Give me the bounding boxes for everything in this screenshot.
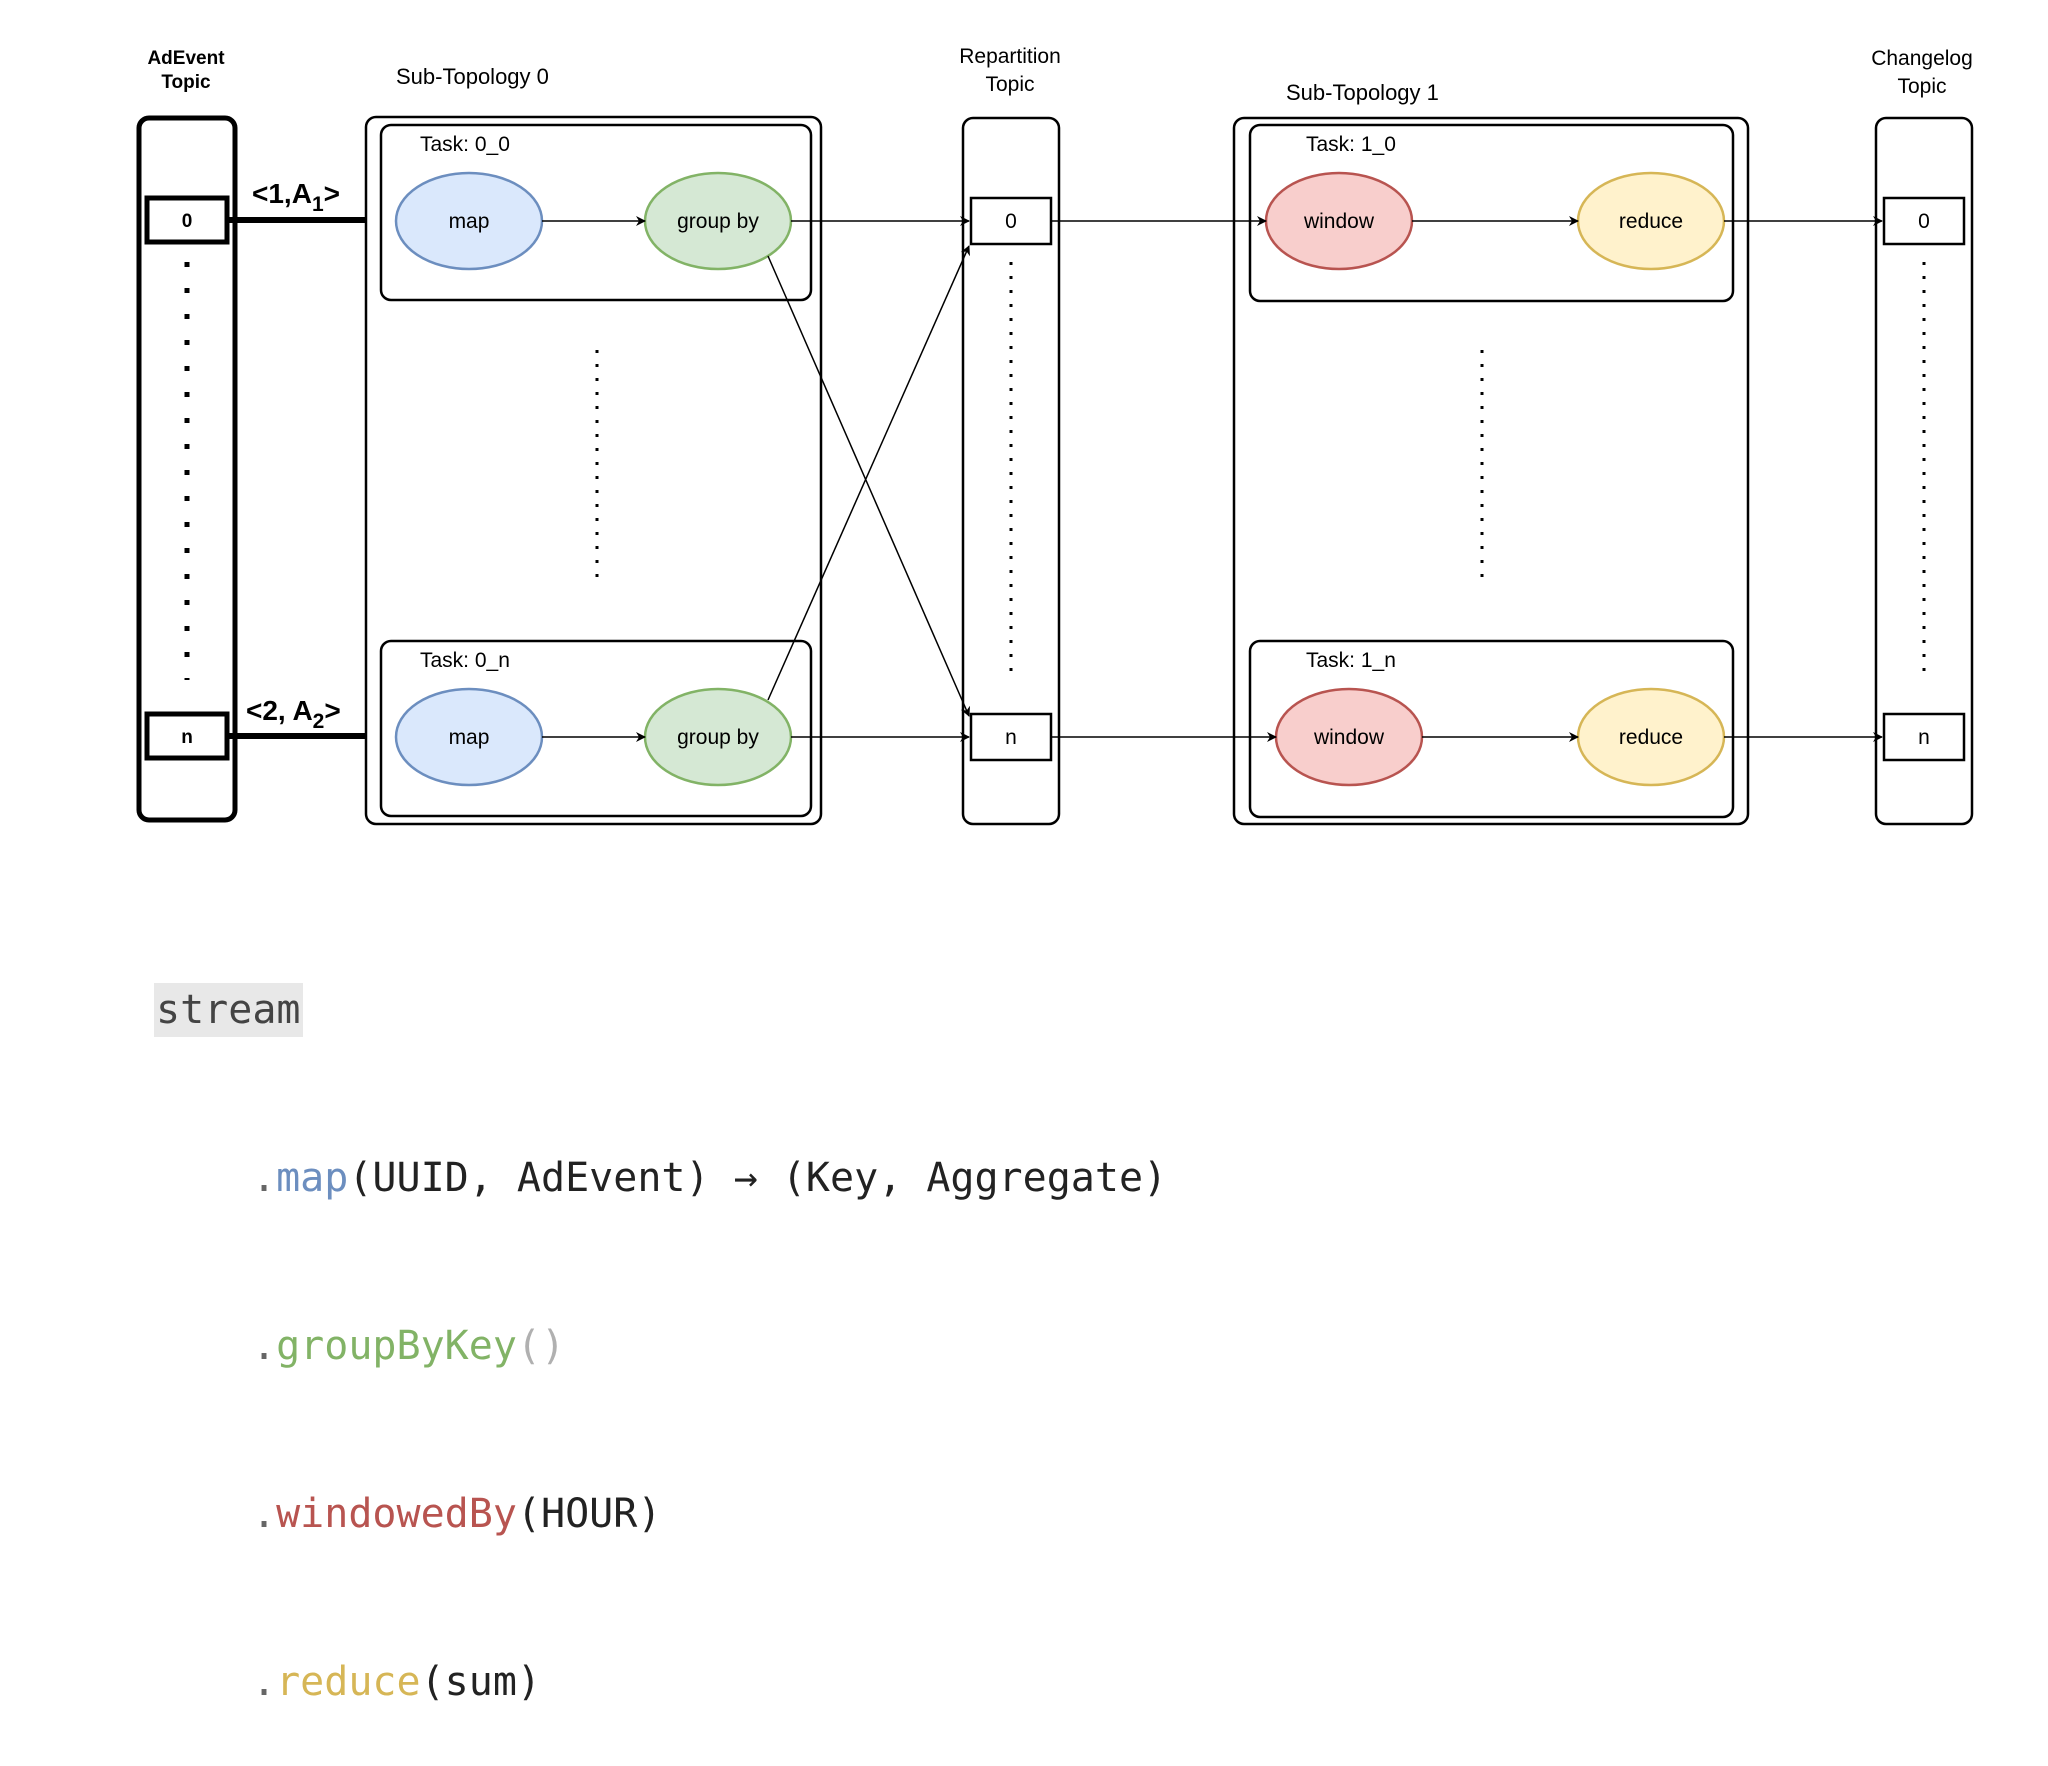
- repartition-partition-n: [969, 712, 1053, 762]
- groupbyn-to-repart0-arrow: [767, 245, 970, 701]
- adevent-topic-container: [136, 115, 238, 823]
- code-snippet: stream .map(UUID, AdEvent) → (Key, Aggre…: [154, 870, 1167, 1766]
- code-groupby-method: groupByKey: [276, 1323, 517, 1369]
- groupby-node-0-label: group by: [677, 210, 759, 233]
- code-line-map: .map(UUID, AdEvent) → (Key, Aggregate): [252, 1155, 1168, 1201]
- sub-topology-1: Sub-Topology 1 Task: 1_0 window reduce T…: [1232, 80, 1750, 826]
- task-1-0-label: Task: 1_0: [1306, 133, 1396, 156]
- repartition-partition-0-label: 0: [1005, 210, 1017, 233]
- changelog-topic-container: [1874, 116, 1974, 826]
- code-line-groupby: .groupByKey(): [252, 1323, 566, 1369]
- changelog-topic-title-line2: Topic: [1897, 75, 1946, 98]
- changelog-partition-0-label: 0: [1918, 210, 1930, 233]
- repartition-partition-n-label: n: [1005, 726, 1017, 749]
- input-record-0: <1,A1>: [252, 178, 340, 216]
- task-0-0-label: Task: 0_0: [420, 133, 510, 156]
- adevent-partition-n: [144, 711, 230, 761]
- changelog-partition-0: [1882, 196, 1966, 246]
- repartition-topic-title-line1: Repartition: [959, 45, 1061, 68]
- adevent-partition-n-label: n: [181, 727, 193, 748]
- adevent-partition-0: [144, 195, 230, 245]
- map-node-n-label: map: [449, 726, 490, 749]
- task-1-n-label: Task: 1_n: [1306, 649, 1396, 672]
- repartition-topic: Repartition Topic 0 n: [959, 45, 1061, 826]
- input-record-n: <2, A2>: [246, 695, 341, 733]
- repartition-partition-0: [969, 196, 1053, 246]
- adevent-topic: AdEvent Topic 0 n: [136, 48, 238, 823]
- code-window-args: (HOUR): [516, 1491, 662, 1537]
- map-node-0-label: map: [449, 210, 490, 233]
- changelog-partition-n: [1882, 712, 1966, 762]
- code-window-method: windowedBy: [276, 1491, 517, 1537]
- changelog-topic: Changelog Topic 0 n: [1871, 47, 1974, 826]
- adevent-partition-0-label: 0: [182, 211, 193, 232]
- code-map-args: (UUID, AdEvent) → (Key, Aggregate): [348, 1155, 1168, 1201]
- sub-topology-0-title: Sub-Topology 0: [396, 64, 549, 89]
- groupby0-to-repartn-arrow: [767, 255, 970, 717]
- adevent-topic-title-line1: AdEvent: [147, 48, 225, 69]
- code-line-reduce: .reduce(sum): [252, 1659, 542, 1705]
- task-0-n-label: Task: 0_n: [420, 649, 510, 672]
- groupby-node-n-label: group by: [677, 726, 759, 749]
- changelog-topic-title-line1: Changelog: [1871, 47, 1973, 70]
- code-stream-keyword: stream: [154, 983, 303, 1037]
- reduce-node-0-label: reduce: [1619, 210, 1683, 233]
- code-line-window: .windowedBy(HOUR): [252, 1491, 662, 1537]
- adevent-topic-title-line2: Topic: [161, 72, 211, 93]
- topology-diagram: AdEvent Topic 0 n <1,A1> <2, A2> Sub-Top…: [136, 45, 1974, 826]
- window-node-n-label: window: [1313, 726, 1385, 749]
- sub-topology-0: Sub-Topology 0 Task: 0_0 map group by Ta…: [364, 64, 823, 826]
- reduce-node-n-label: reduce: [1619, 726, 1683, 749]
- sub-topology-1-title: Sub-Topology 1: [1286, 80, 1439, 105]
- code-reduce-method: reduce: [276, 1659, 421, 1705]
- repartition-topic-container: [961, 116, 1061, 826]
- changelog-partition-n-label: n: [1918, 726, 1930, 749]
- code-groupby-args: (): [516, 1323, 566, 1369]
- code-line-stream: stream: [154, 982, 1167, 1038]
- code-reduce-args: (sum): [420, 1659, 542, 1705]
- window-node-0-label: window: [1303, 210, 1375, 233]
- repartition-topic-title-line2: Topic: [985, 73, 1034, 96]
- code-map-method: map: [276, 1155, 349, 1201]
